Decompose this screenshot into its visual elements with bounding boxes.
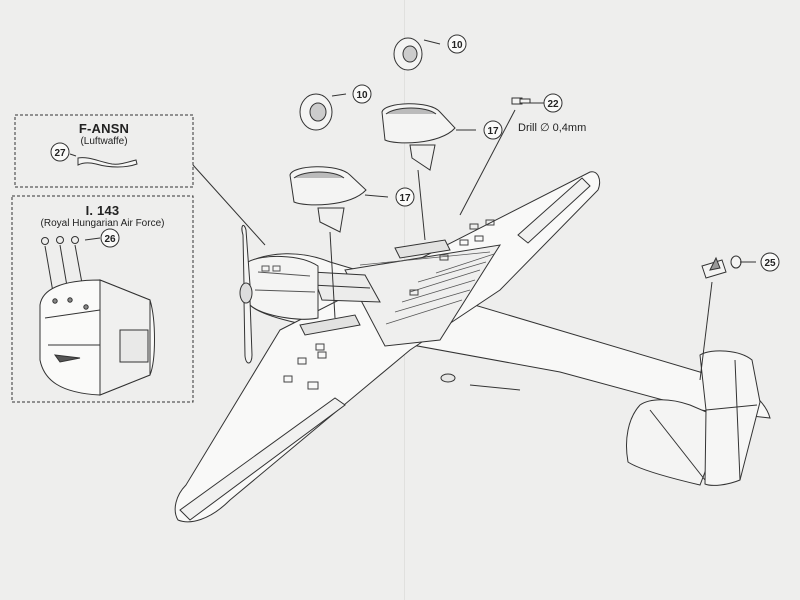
engine-cowling bbox=[247, 255, 319, 320]
inset-title-i143: I. 143 bbox=[85, 203, 120, 218]
propeller-blade-upper bbox=[241, 224, 251, 286]
callout-25: 25 bbox=[764, 258, 776, 269]
part-26-rings bbox=[41, 236, 79, 245]
part-27-drawing bbox=[77, 157, 138, 168]
inset-subtitle-i143: (Royal Hungarian Air Force) bbox=[40, 218, 165, 229]
callout-27: 27 bbox=[54, 148, 66, 159]
inset-label-f-ansn: F-ANSN (Luftwaffe) bbox=[15, 121, 193, 147]
wing-outline bbox=[174, 171, 601, 523]
aileron-lower bbox=[179, 397, 346, 521]
callout-26: 26 bbox=[104, 234, 116, 245]
part-10-lower-drawing bbox=[299, 93, 333, 131]
tailwheel bbox=[440, 373, 456, 383]
callout-10-lower: 10 bbox=[356, 90, 368, 101]
part-25-drawing bbox=[701, 255, 742, 279]
callout-10-upper: 10 bbox=[451, 40, 463, 51]
part-17-lower-drawing bbox=[289, 166, 367, 233]
callout-circles bbox=[50, 34, 780, 272]
callout-17-lower: 17 bbox=[399, 193, 411, 204]
propeller-blade-lower bbox=[243, 299, 253, 364]
leader-17-right bbox=[417, 169, 426, 241]
leader-17-left bbox=[329, 231, 336, 319]
part-17-upper-drawing bbox=[381, 103, 456, 171]
part-10-upper-drawing bbox=[393, 37, 423, 71]
drill-note: Drill ∅ 0,4mm bbox=[518, 122, 587, 134]
nose-detail-drawing bbox=[39, 279, 155, 396]
leader-inset-to-nose bbox=[192, 164, 266, 246]
inset-box-i143 bbox=[11, 195, 194, 403]
radiator-left bbox=[299, 314, 361, 336]
wing-panels bbox=[283, 219, 495, 390]
radiator-right bbox=[394, 239, 451, 259]
propeller-spinner bbox=[239, 282, 253, 304]
leader-25 bbox=[699, 281, 713, 381]
callout-22: 22 bbox=[547, 99, 559, 110]
inset-label-i143: I. 143 (Royal Hungarian Air Force) bbox=[12, 203, 193, 229]
inset-subtitle-f-ansn: (Luftwaffe) bbox=[80, 136, 128, 147]
part-22-drawing bbox=[511, 97, 531, 105]
aileron-upper bbox=[517, 177, 591, 244]
vertical-fin bbox=[699, 350, 761, 486]
leader-22 bbox=[459, 109, 516, 216]
callout-17-upper: 17 bbox=[487, 126, 499, 137]
inset-title-f-ansn: F-ANSN bbox=[78, 121, 130, 136]
